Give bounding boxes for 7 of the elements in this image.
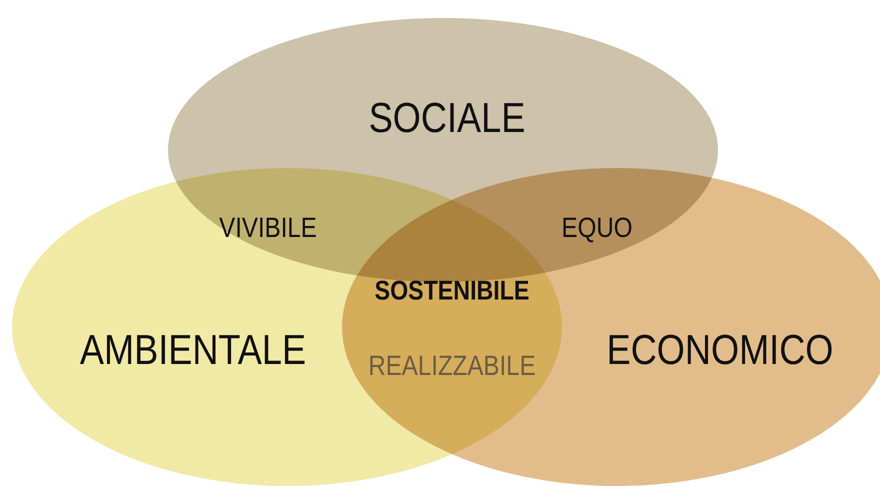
overlap-label: REALIZZABILE <box>368 350 536 382</box>
circle-label: AMBIENTALE <box>80 326 306 374</box>
circle-label: ECONOMICO <box>606 326 834 374</box>
overlap-label: VIVIBILE <box>219 212 317 244</box>
circle-label: SOCIALE <box>368 94 526 142</box>
overlap-label: SOSTENIBILE <box>374 276 530 306</box>
overlap-label: EQUO <box>562 212 632 244</box>
